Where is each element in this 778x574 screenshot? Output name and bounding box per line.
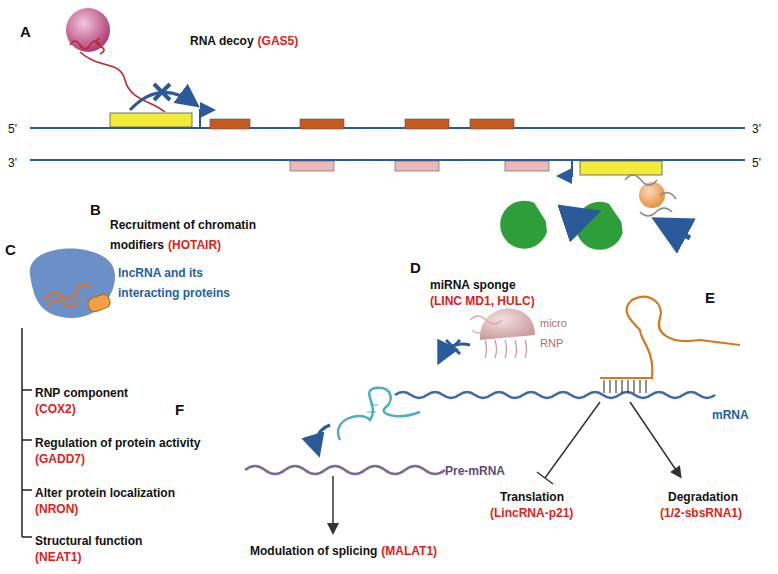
strand-end: 5' (8, 122, 17, 136)
label-group: 5' (8, 118, 17, 138)
label-text: mRNA (712, 408, 749, 422)
label-text: (MALAT1) (381, 544, 437, 558)
label-group: Pre-mRNA (445, 460, 505, 480)
label-text: (HOTAIR) (168, 238, 221, 252)
label-group: C (5, 240, 16, 260)
label-text: lncRNA and its interacting proteins (118, 266, 230, 300)
label-group: (LINC MD1, HULC) (430, 290, 535, 310)
label-text: (COX2) (35, 402, 76, 416)
label-text: Alter protein localization (35, 486, 175, 500)
splicing (245, 388, 445, 532)
label-group: Structural function (35, 530, 142, 550)
label-text: (GAS5) (258, 34, 299, 48)
label-group: (COX2) (35, 398, 76, 418)
label-group: mRNA (712, 404, 749, 424)
label-group: RNP component (35, 382, 128, 402)
strand-end: 3' (8, 156, 17, 170)
label-text: (GADD7) (35, 452, 85, 466)
label-group: (NRON) (35, 498, 78, 518)
label-group: Recruitment of chromatin modifiers(HOTAI… (110, 214, 295, 254)
panel-letter: E (705, 289, 715, 306)
panel-letter: F (175, 401, 184, 418)
label-text: miRNA sponge (430, 278, 516, 292)
label-group: 3' (752, 118, 761, 138)
label-text: (1/2-sbsRNA1) (660, 506, 742, 520)
label-group: Modulation of splicing (MALAT1) (250, 540, 510, 560)
label-text: (NRON) (35, 502, 78, 516)
label-text: Pre-mRNA (445, 464, 505, 478)
label-text: Structural function (35, 534, 142, 548)
label-group: 3' (8, 152, 17, 172)
label-text: (LINC MD1, HULC) (430, 294, 535, 308)
chromatin-modifiers (493, 175, 690, 257)
strand-end: 3' (752, 122, 761, 136)
mrna-pairing (395, 297, 740, 484)
label-group: Regulation of protein activity (35, 432, 200, 452)
label-text: (LincRNA-p21) (490, 506, 573, 520)
label-group: F (175, 400, 184, 420)
dna-strands (30, 84, 745, 176)
label-text: (NEAT1) (35, 550, 81, 564)
label-text: Modulation of splicing (250, 544, 377, 558)
label-text: Degradation (668, 490, 738, 504)
label-group: (GADD7) (35, 448, 85, 468)
label-text: Regulation of protein activity (35, 436, 200, 450)
label-group: (NEAT1) (35, 546, 81, 566)
label-group: Degradation (668, 486, 738, 506)
label-group: RNA decoy (GAS5) (190, 30, 298, 50)
label-group: Alter protein localization (35, 482, 175, 502)
label-group: micro RNP (540, 312, 585, 352)
panel-letter: A (20, 23, 31, 40)
label-group: B (90, 200, 101, 220)
label-text: Translation (500, 490, 564, 504)
panel-letter: D (410, 259, 421, 276)
panel-letter: C (5, 241, 16, 258)
label-text: RNP component (35, 386, 128, 400)
label-group: Translation (500, 486, 564, 506)
strand-end: 5' (752, 156, 761, 170)
label-group: A (20, 22, 31, 42)
mirna-sponge (440, 309, 535, 360)
label-group: lncRNA and its interacting proteins (118, 262, 253, 302)
label-text: micro RNP (540, 317, 567, 349)
label-group: (LincRNA-p21) (490, 502, 573, 522)
panel-letter: B (90, 201, 101, 218)
label-text: RNA decoy (190, 34, 254, 48)
label-group: D (410, 258, 421, 278)
label-group: (1/2-sbsRNA1) (660, 502, 742, 522)
label-group: 5' (752, 152, 761, 172)
label-group: E (705, 288, 715, 308)
label-group: miRNA sponge (430, 274, 516, 294)
